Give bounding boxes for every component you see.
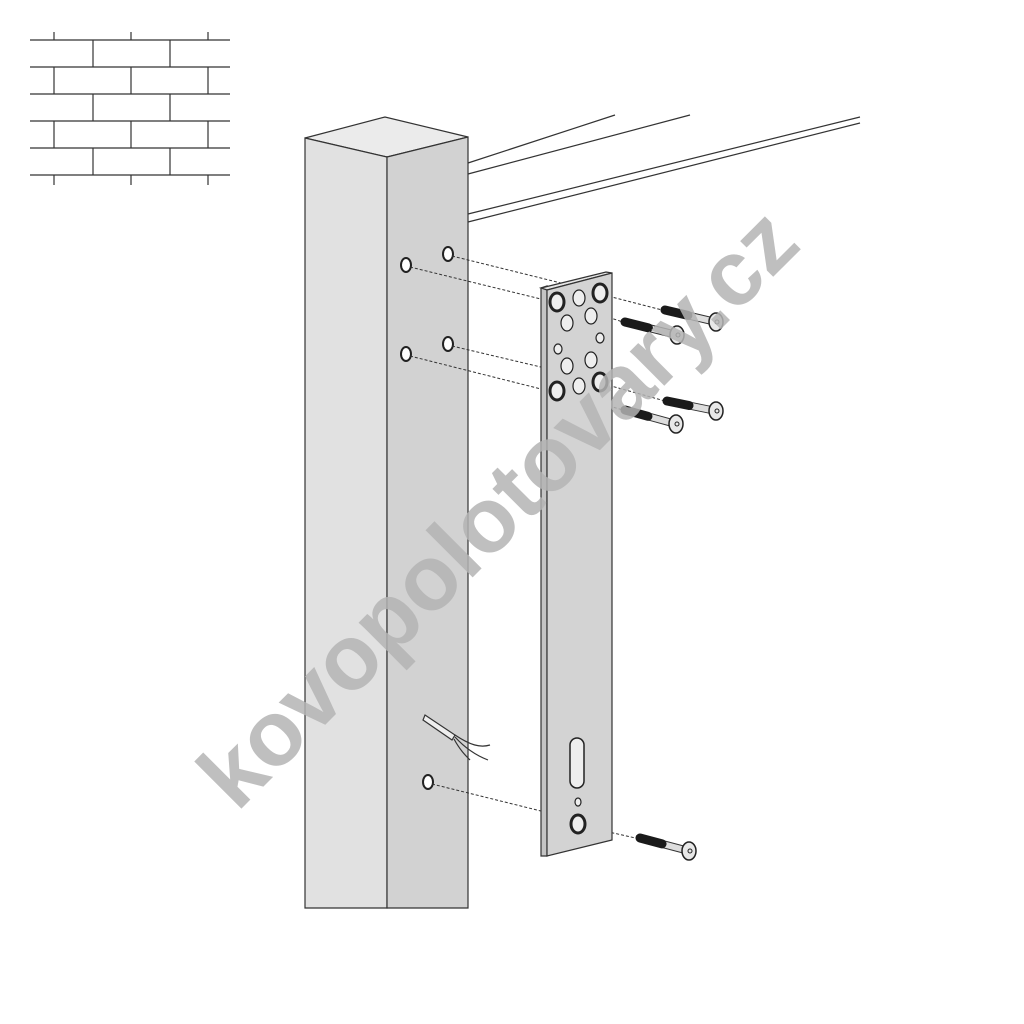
plate-holes [548,282,609,835]
brick-wall-symbol [30,32,230,185]
screw-icon [620,405,684,434]
mounting-plate [538,271,613,857]
screw-icon [662,396,724,421]
post-side-face [386,136,469,909]
post-front-face [304,137,388,909]
screw-icon [635,833,697,861]
rails [467,114,861,223]
watermark: kovopolotovary.cz [179,189,817,827]
screw-icon [660,305,724,332]
post [304,116,469,909]
screws [620,305,724,861]
post-holes [400,246,454,790]
screw-icon [620,317,685,345]
wire-anchor-icon [422,714,491,761]
